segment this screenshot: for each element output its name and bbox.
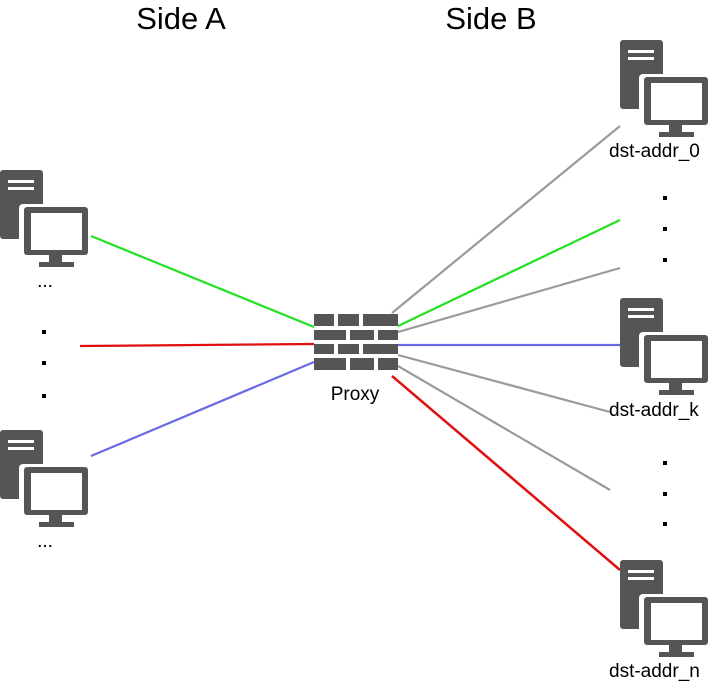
side-a-header: Side A <box>136 1 226 36</box>
host-a-top-label: ... <box>37 271 53 292</box>
computer-icon <box>620 298 711 395</box>
dst-addr-n-label: dst-addr_n <box>609 661 700 682</box>
link-a-top-green <box>90 234 315 329</box>
link-b-green <box>395 219 621 328</box>
dst-addr-0-label: dst-addr_0 <box>609 141 700 162</box>
side-b-header: Side B <box>445 1 536 36</box>
link-b-red-dstn <box>391 375 621 571</box>
computer-icon <box>620 40 711 137</box>
computer-icon <box>620 560 711 657</box>
vertical-ellipsis-b-top <box>663 196 667 262</box>
link-b-gray-dst0 <box>391 125 621 314</box>
dst-addr-k-label: dst-addr_k <box>609 400 699 421</box>
computer-icon <box>0 170 91 267</box>
link-b-gray-4 <box>397 365 611 491</box>
link-a-bottom-blue <box>90 360 315 458</box>
computer-icon <box>0 430 91 527</box>
link-b-gray-2 <box>397 266 621 334</box>
firewall-icon <box>314 314 398 370</box>
link-a-mid-red <box>79 342 315 348</box>
link-b-gray-3 <box>397 353 611 414</box>
proxy-label: Proxy <box>331 384 380 405</box>
vertical-ellipsis-b-bottom <box>663 461 667 526</box>
vertical-ellipsis-a <box>42 330 46 398</box>
host-a-bottom-label: ... <box>37 531 53 552</box>
